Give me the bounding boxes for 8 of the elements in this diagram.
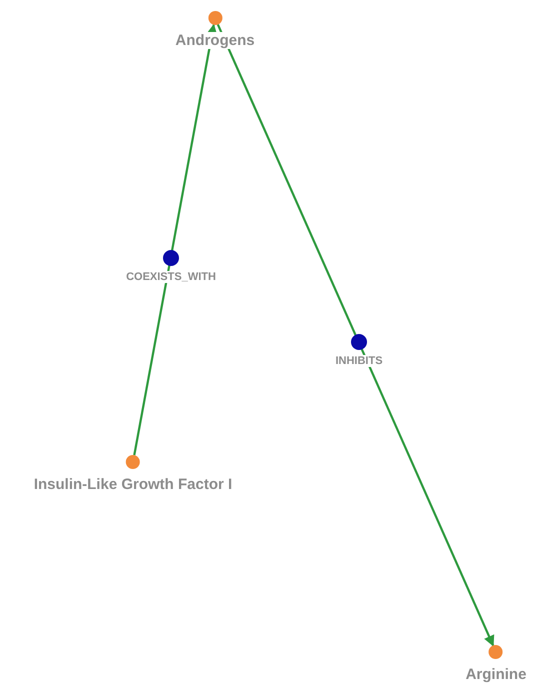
edge-label: COEXISTS_WITH: [125, 271, 217, 283]
entity-node: [174, 11, 256, 49]
node-label: Androgens: [174, 32, 256, 49]
entity-node: [464, 645, 528, 683]
edge-label: INHIBITS: [334, 355, 384, 367]
arrow: [216, 24, 494, 647]
node-label: Arginine: [464, 666, 528, 683]
arrow: [133, 24, 218, 456]
